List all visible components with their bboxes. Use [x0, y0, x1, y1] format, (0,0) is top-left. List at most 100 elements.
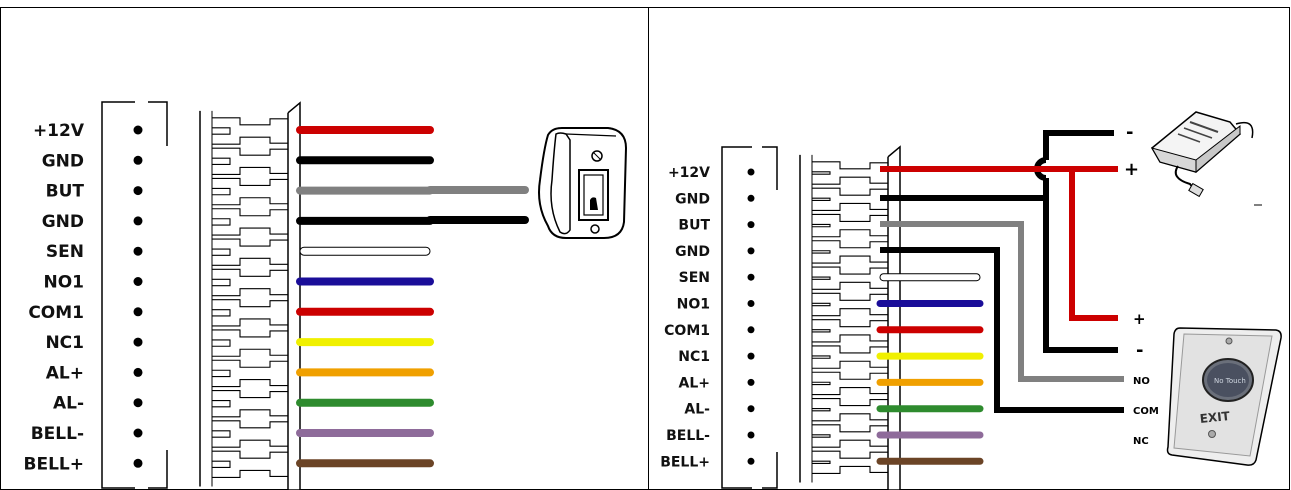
pin-dot	[747, 300, 755, 307]
pin-label: AL+	[679, 375, 711, 391]
pin-dot	[133, 277, 143, 286]
pin-label: BUT	[46, 182, 85, 202]
pin-dot	[747, 378, 755, 386]
pin-dot	[747, 194, 755, 202]
right-pin-bracket	[721, 146, 778, 489]
gnd-to-com-wire	[880, 247, 1124, 413]
pin-label: BELL+	[660, 454, 710, 470]
pin-dot	[133, 337, 143, 347]
terminal-slot	[212, 359, 288, 388]
terminal-slot	[212, 238, 288, 266]
pin-label: SEN	[46, 242, 84, 262]
pin-label: GND	[42, 212, 84, 232]
terminal-slot	[212, 147, 288, 175]
power-supply-icon	[1150, 111, 1262, 206]
left-pin-dots	[133, 125, 143, 468]
pin-label: +12V	[33, 121, 85, 141]
exit-button-text: EXIT	[1199, 409, 1231, 426]
plus12-to-exit-wire	[1069, 169, 1118, 321]
pin-dot	[747, 457, 755, 465]
terminal-slot	[812, 345, 888, 369]
pin-dot	[133, 428, 143, 438]
pin-dot	[747, 221, 755, 229]
terminal-slot	[812, 240, 888, 264]
exit-plus-sign: +	[1133, 310, 1146, 328]
door-sensor-icon	[538, 127, 628, 239]
pin-label: COM1	[664, 323, 710, 339]
psu-minus-wire	[1043, 130, 1114, 160]
pin-dot	[133, 216, 143, 226]
pin-dot	[133, 155, 143, 165]
terminal-slot	[212, 268, 288, 297]
terminal-slot	[812, 319, 888, 343]
terminal-slot	[812, 187, 888, 211]
wire	[299, 246, 431, 256]
terminal-slot	[812, 266, 888, 290]
terminal-slot	[212, 390, 288, 418]
pin-label: COM1	[28, 303, 84, 323]
pin-dot	[747, 405, 755, 413]
pin-label: BELL-	[31, 424, 84, 444]
exit-minus-sign: -	[1136, 340, 1143, 361]
psu-minus-wire-lower	[1043, 178, 1118, 353]
pin-label: AL-	[684, 402, 710, 418]
pin-label: AL+	[46, 363, 84, 383]
pin-dot	[133, 307, 143, 317]
exit-button-icon: No Touch EXIT	[1166, 327, 1282, 466]
right-wire-routes	[880, 130, 1124, 413]
pin-label: GND	[675, 191, 710, 207]
left-wires	[296, 126, 434, 468]
exit-button-sensor-text: No Touch	[1214, 377, 1246, 385]
pin-dot	[747, 352, 755, 360]
terminal-slot	[812, 161, 888, 185]
pin-label: AL-	[53, 394, 84, 414]
terminal-slot	[812, 371, 888, 396]
terminal-slot	[812, 398, 888, 422]
terminal-slot	[212, 420, 288, 448]
pin-label: BUT	[678, 218, 710, 234]
pin-dot	[747, 168, 755, 176]
pin-label: NC1	[45, 333, 84, 353]
left-terminal-block	[199, 101, 301, 490]
terminal-slot	[212, 117, 288, 145]
terminal-slot	[212, 299, 288, 327]
pin-label: GND	[675, 244, 710, 260]
exit-nc-label: NC	[1133, 436, 1149, 447]
terminal-slot	[212, 329, 288, 357]
right-pin-labels: +12VGNDBUTGNDSENNO1COM1NC1AL+AL-BELL-BEL…	[660, 165, 710, 470]
pin-dot	[747, 431, 755, 439]
terminal-slot	[812, 450, 888, 474]
terminal-slot	[212, 208, 288, 236]
pin-label: +12V	[668, 165, 710, 181]
pin-label: NO1	[43, 273, 84, 293]
pin-label: BELL-	[666, 428, 710, 444]
terminal-slot	[812, 292, 888, 317]
right-terminal-block	[799, 145, 901, 490]
exit-no-label: NO	[1133, 376, 1150, 387]
pin-label: GND	[42, 151, 84, 171]
pin-dot	[747, 273, 755, 281]
terminal-slot	[812, 424, 888, 448]
pin-dot	[133, 186, 143, 196]
pin-dot	[133, 398, 143, 408]
left-pin-bracket	[101, 101, 168, 489]
psu-plus-sign: +	[1124, 159, 1139, 180]
pin-dot	[133, 125, 143, 135]
terminal-slot	[212, 450, 288, 478]
pin-dot	[747, 247, 755, 255]
outer-frame	[0, 7, 1290, 490]
psu-minus-sign: -	[1126, 122, 1133, 143]
exit-com-label: COM	[1133, 406, 1159, 417]
right-panel: +12VGNDBUTGNDSENNO1COM1NC1AL+AL-BELL-BEL…	[660, 111, 1282, 490]
pin-label: NC1	[678, 349, 710, 365]
pin-dot	[133, 458, 143, 468]
pin-dot	[133, 246, 143, 256]
right-wires	[876, 273, 984, 465]
pin-dot	[133, 367, 143, 377]
wire	[879, 273, 981, 282]
pin-label: SEN	[679, 270, 710, 286]
pin-label: BELL+	[24, 454, 84, 474]
